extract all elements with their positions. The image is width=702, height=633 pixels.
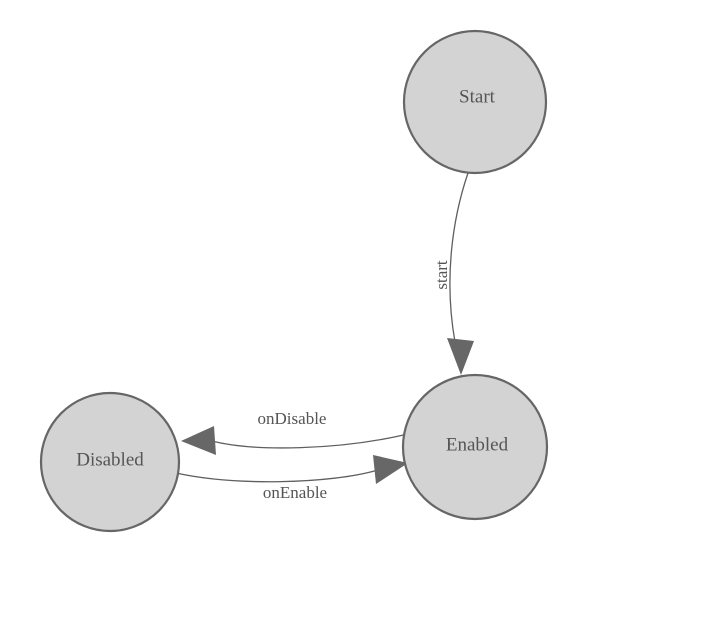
edge-enabled-to-disabled-label: onDisable	[258, 409, 327, 428]
node-disabled[interactable]: Disabled	[39, 391, 181, 533]
edge-start-to-enabled-line	[449, 172, 469, 343]
edge-disabled-to-enabled-label: onEnable	[263, 483, 327, 502]
node-disabled-label: Disabled	[76, 449, 144, 470]
node-enabled-label: Enabled	[446, 434, 509, 455]
edge-start-to-enabled-arrowhead	[447, 338, 474, 375]
edge-start-to-enabled[interactable]: start	[432, 172, 474, 375]
edge-enabled-to-disabled[interactable]: onDisable	[181, 409, 409, 455]
node-start-circle	[402, 29, 548, 175]
edge-disabled-to-enabled[interactable]: onEnable	[175, 455, 408, 502]
edge-enabled-to-disabled-line	[211, 433, 409, 449]
edge-start-to-enabled-label: start	[432, 260, 451, 290]
edge-enabled-to-disabled-arrowhead	[181, 426, 216, 455]
node-start-label: Start	[459, 86, 496, 107]
edge-disabled-to-enabled-arrowhead	[373, 455, 408, 484]
node-start[interactable]: Start	[402, 29, 548, 175]
edge-disabled-to-enabled-line	[175, 469, 379, 483]
node-disabled-circle	[39, 391, 181, 533]
node-enabled[interactable]: Enabled	[401, 373, 549, 521]
node-enabled-circle	[401, 373, 549, 521]
